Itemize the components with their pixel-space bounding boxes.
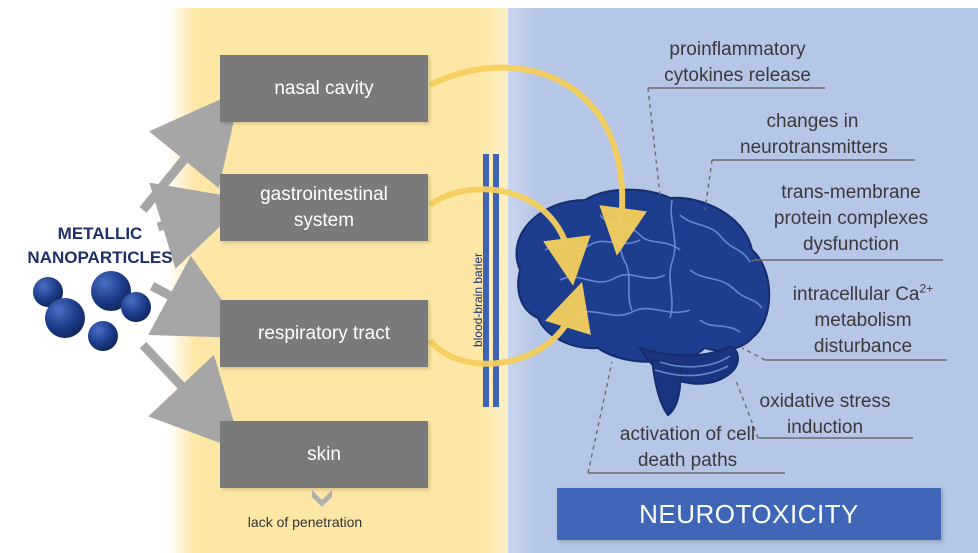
calcium-suffix: metabolism disturbance: [813, 310, 913, 357]
curve-gi-to-brain: [428, 186, 591, 286]
route-label: skin: [307, 443, 341, 465]
curve-respiratory-to-brain: [427, 282, 591, 367]
calcium-prefix: intracellular Ca: [792, 284, 920, 305]
route-respiratory-tract: respiratory tract: [220, 300, 428, 367]
effect-oxidative: oxidative stress induction: [759, 391, 891, 438]
skin-chevron-icon: [312, 490, 332, 507]
curve-nasal-to-brain: [428, 64, 647, 256]
route-label: gastrointestinal system: [260, 183, 388, 231]
route-nasal-cavity: nasal cavity: [220, 55, 428, 122]
arrow-to-gi: [149, 182, 249, 269]
barrier-label: blood-brain barier: [471, 252, 485, 348]
route-label: nasal cavity: [274, 77, 374, 99]
route-gastrointestinal: gastrointestinal system: [220, 174, 428, 241]
effect-neurotransmitters: changes in neurotransmitters: [740, 111, 888, 158]
effect-cytokines: proinflammatory cytokines release: [664, 39, 811, 86]
transport-curves: [427, 64, 647, 367]
blood-brain-barrier: [483, 154, 499, 407]
nanoparticles-label: METALLIC NANOPARTICLES: [27, 224, 173, 267]
effect-cell-death: activation of cell death paths: [619, 424, 756, 471]
route-arrows: [139, 90, 249, 452]
effect-calcium: intracellular Ca2+ metabolism disturbanc…: [768, 282, 958, 360]
effect-transmembrane: trans-membrane protein complexes dysfunc…: [773, 182, 929, 255]
arrow-to-skin: [139, 341, 243, 452]
skin-note: lack of penetration: [247, 514, 363, 530]
neurotoxicity-box: NEUROTOXICITY: [557, 488, 941, 540]
nanoparticles-icon: [33, 271, 151, 351]
callout-lines: [587, 87, 947, 474]
calcium-superscript: 2+: [919, 281, 934, 296]
route-skin: skin: [220, 421, 428, 488]
arrow-to-respiratory: [148, 255, 249, 339]
route-label: respiratory tract: [258, 322, 390, 344]
